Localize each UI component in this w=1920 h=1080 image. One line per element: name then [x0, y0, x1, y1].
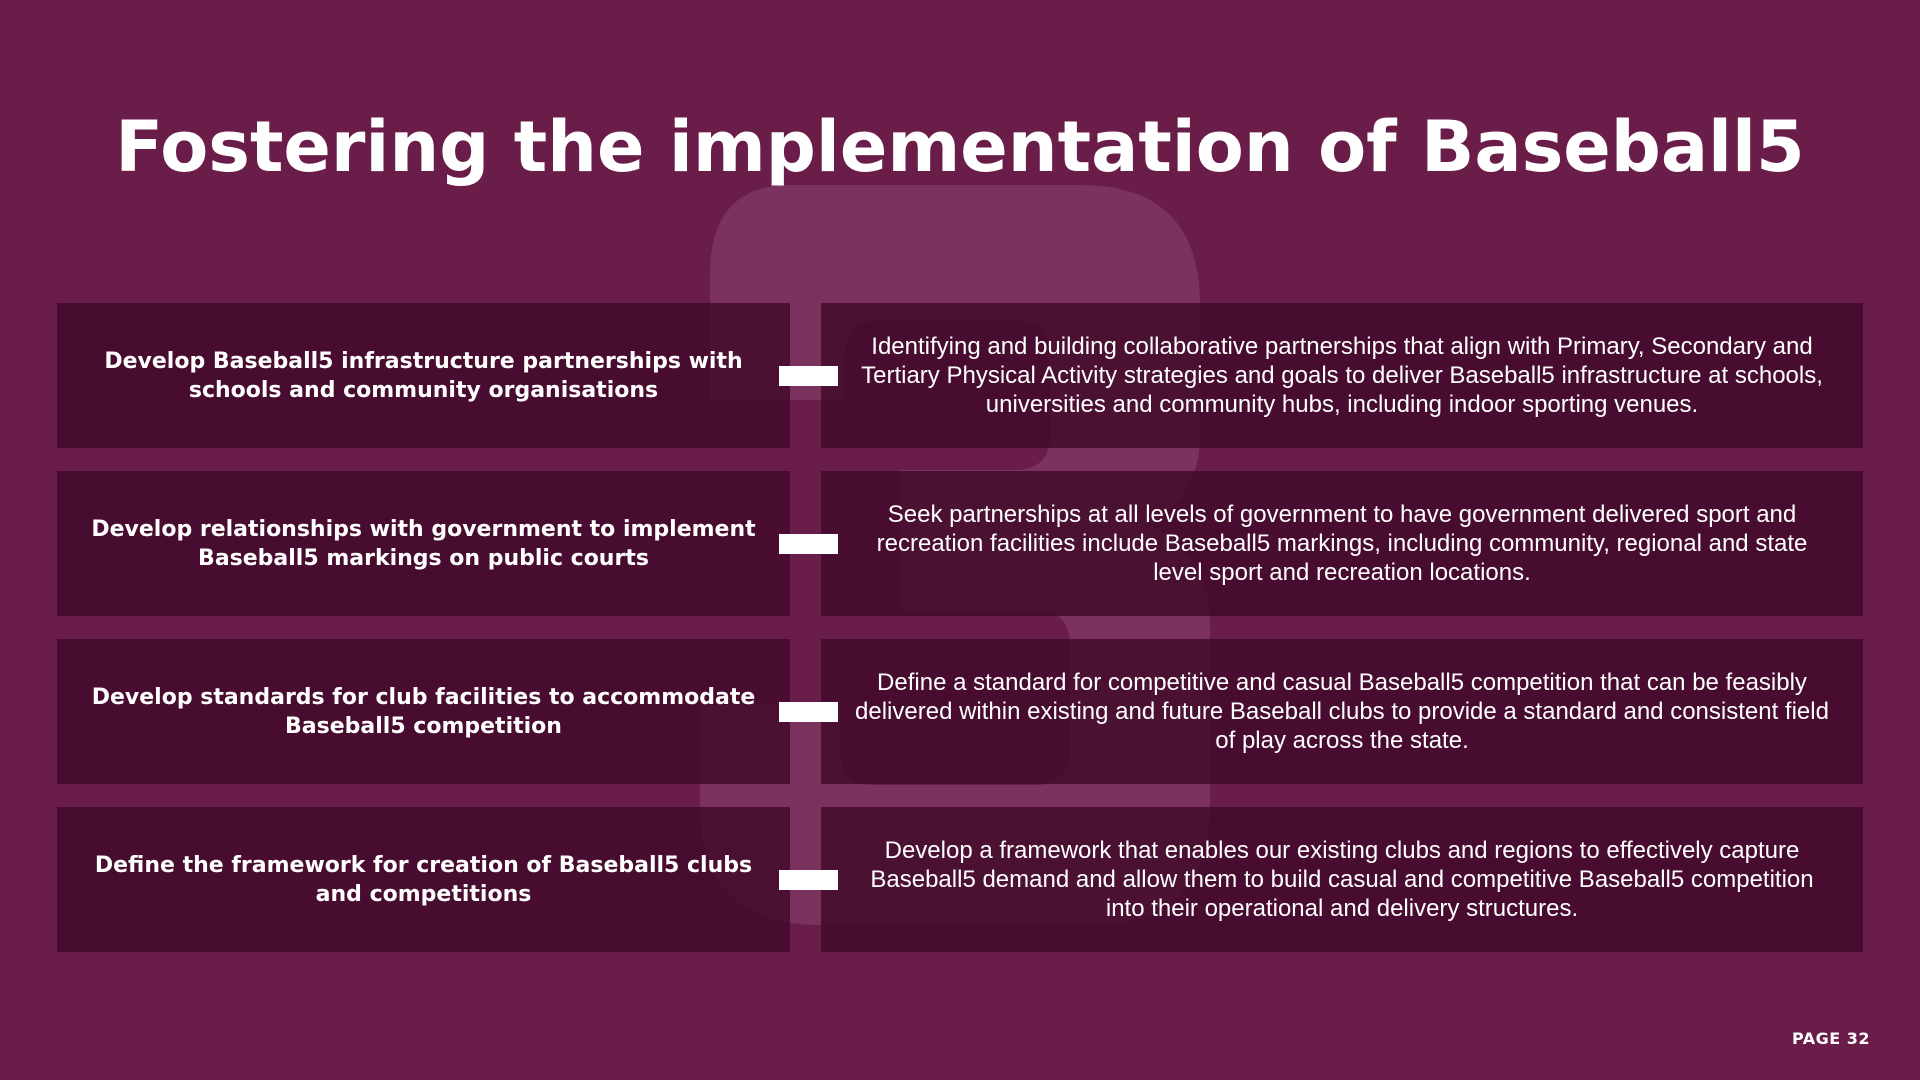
strategy-heading: Develop relationships with government to… [91, 516, 756, 571]
strategy-row: Develop relationships with government to… [57, 471, 1863, 616]
strategy-heading-panel: Develop Baseball5 infrastructure partner… [57, 303, 790, 448]
strategy-heading-panel: Develop standards for club facilities to… [57, 639, 790, 784]
strategy-description: Identifying and building collaborative p… [861, 333, 1823, 418]
strategy-heading-panel: Define the framework for creation of Bas… [57, 807, 790, 952]
strategy-heading: Define the framework for creation of Bas… [94, 852, 753, 907]
strategy-heading: Develop standards for club facilities to… [91, 684, 756, 739]
strategy-description: Seek partnerships at all levels of gover… [876, 501, 1808, 586]
connector-bar [779, 366, 838, 386]
connector-bar [779, 534, 838, 554]
strategy-description-panel: Seek partnerships at all levels of gover… [821, 471, 1863, 616]
strategy-row: Develop Baseball5 infrastructure partner… [57, 303, 1863, 448]
page-title: Fostering the implementation of Baseball… [115, 106, 1805, 188]
strategy-heading: Develop Baseball5 infrastructure partner… [104, 348, 743, 403]
page-number: PAGE 32 [1791, 1029, 1870, 1048]
strategy-description: Define a standard for competitive and ca… [855, 669, 1829, 754]
strategy-description-panel: Identifying and building collaborative p… [821, 303, 1863, 448]
connector-bar [779, 702, 838, 722]
strategy-heading-panel: Develop relationships with government to… [57, 471, 790, 616]
strategy-row: Develop standards for club facilities to… [57, 639, 1863, 784]
strategy-row: Define the framework for creation of Bas… [57, 807, 1863, 952]
strategy-description-panel: Develop a framework that enables our exi… [821, 807, 1863, 952]
strategy-description: Develop a framework that enables our exi… [870, 837, 1814, 922]
strategy-description-panel: Define a standard for competitive and ca… [821, 639, 1863, 784]
connector-bar [779, 870, 838, 890]
